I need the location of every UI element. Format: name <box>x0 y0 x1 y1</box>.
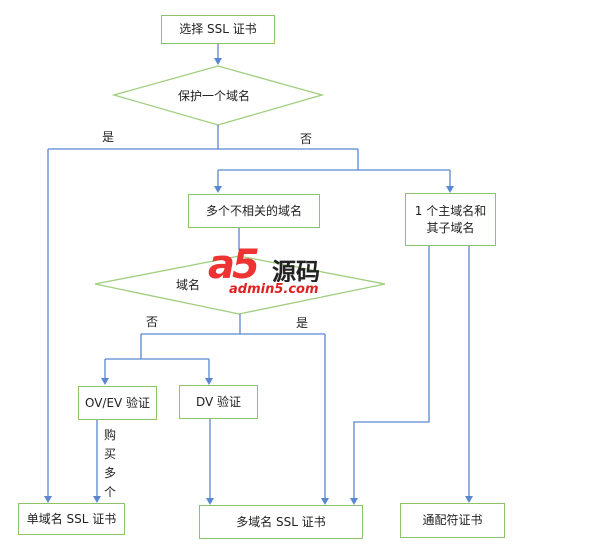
node-single-ssl: 单域名 SSL 证书 <box>18 503 125 535</box>
node-wildcard: 通配符证书 <box>400 503 505 538</box>
decision-label-protect-one: 保护一个域名 <box>178 89 251 103</box>
node-label: 1 个主域名和其子域名 <box>414 203 487 235</box>
node-main-and-sub: 1 个主域名和其子域名 <box>405 193 496 246</box>
node-label: 多个不相关的域名 <box>205 203 302 218</box>
node-label: DV 验证 <box>195 394 242 409</box>
node-label: OV/EV 验证 <box>84 395 151 410</box>
edge-label-yes-2: 是 <box>296 316 309 330</box>
decision-protect-one-domain <box>111 65 325 126</box>
node-label: 单域名 SSL 证书 <box>26 511 117 526</box>
edge-label-no: 否 <box>300 132 313 146</box>
node-label: 选择 SSL 证书 <box>179 22 257 36</box>
node-dv: DV 验证 <box>179 385 258 419</box>
node-ov-ev: OV/EV 验证 <box>78 386 157 420</box>
node-choose-ssl: 选择 SSL 证书 <box>161 15 275 44</box>
decision-label-domain: 域名 <box>176 278 201 292</box>
node-multi-ssl: 多域名 SSL 证书 <box>199 505 363 539</box>
edge-label-yes: 是 <box>102 130 115 144</box>
node-label: 通配符证书 <box>422 513 483 527</box>
edge-label-no-2: 否 <box>146 315 159 329</box>
edge-label-buy-multiple: 购买多个 <box>104 428 117 499</box>
node-label: 多域名 SSL 证书 <box>236 514 326 529</box>
node-multi-unrelated: 多个不相关的域名 <box>188 194 320 228</box>
